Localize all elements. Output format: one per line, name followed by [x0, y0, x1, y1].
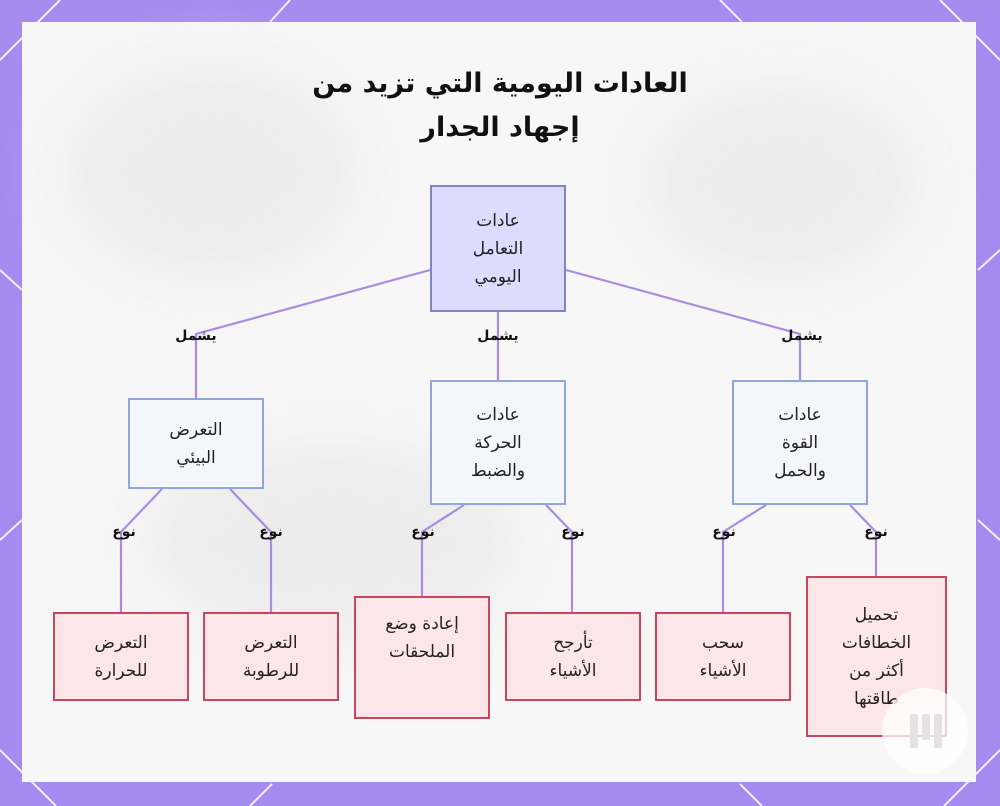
diagram-title: العادات اليومية التي تزيد من إجهاد الجدا… — [200, 62, 800, 150]
node-label: تحميل الخطافات أكثر من طاقتها — [841, 604, 912, 709]
edge-label-strength-pull: نوع — [712, 524, 736, 540]
edge-strength-overload — [849, 504, 878, 576]
edge-label-motion-swing: نوع — [561, 524, 585, 540]
edge-label-motion-reposition: نوع — [411, 524, 435, 540]
title-line-1: العادات اليومية التي تزيد من — [312, 68, 688, 99]
node-label: عادات التعامل اليومي — [472, 210, 524, 287]
node-pulling-objects: سحب الأشياء — [655, 612, 791, 701]
node-label: عادات الحركة والضبط — [470, 404, 526, 481]
node-label: التعرض للرطوبة — [242, 632, 300, 681]
node-environmental-exposure: التعرض البيئي — [128, 398, 264, 489]
node-reposition-accessories: إعادة وضع الملحقات — [354, 596, 490, 719]
node-label: التعرض للحرارة — [94, 632, 148, 681]
node-label: عادات القوة والحمل — [774, 404, 826, 481]
edge-label-strength-overload: نوع — [864, 524, 888, 540]
node-label: تأرجح الأشياء — [549, 632, 597, 681]
edge-env-humidity — [229, 488, 273, 612]
node-label: إعادة وضع الملحقات — [385, 614, 459, 662]
edge-label-root-env: يشمل — [175, 328, 217, 344]
node-label: سحب الأشياء — [699, 632, 747, 681]
edge-motion-swing — [545, 504, 574, 612]
edge-strength-pull — [721, 504, 767, 612]
edge-label-root-motion: يشمل — [477, 328, 519, 344]
node-motion-control-habits: عادات الحركة والضبط — [430, 380, 566, 505]
node-heat-exposure: التعرض للحرارة — [53, 612, 189, 701]
edge-root-env — [194, 268, 431, 398]
edge-motion-reposition — [420, 504, 465, 596]
node-overloading-hooks: تحميل الخطافات أكثر من طاقتها — [806, 576, 947, 737]
node-daily-handling-habits: عادات التعامل اليومي — [430, 185, 566, 312]
edge-label-env-heat: نوع — [112, 524, 136, 540]
edge-root-strength — [565, 268, 802, 380]
edge-label-env-humidity: نوع — [259, 524, 283, 540]
node-humidity-exposure: التعرض للرطوبة — [203, 612, 339, 701]
title-line-2: إجهاد الجدار — [420, 112, 580, 143]
node-swinging-objects: تأرجح الأشياء — [505, 612, 641, 701]
node-label: التعرض البيئي — [169, 419, 223, 468]
watermark-logo-icon — [882, 688, 968, 774]
edge-label-root-strength: يشمل — [781, 328, 823, 344]
node-strength-load-habits: عادات القوة والحمل — [732, 380, 868, 505]
edge-env-heat — [119, 488, 163, 612]
